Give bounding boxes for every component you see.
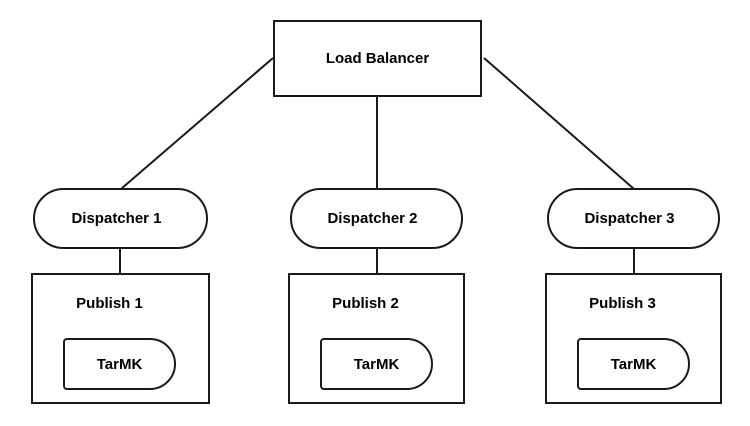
- dispatcher-1-node: Dispatcher 1: [33, 188, 208, 249]
- publish-1-label: Publish 1: [76, 295, 143, 312]
- tarmk-2-label: TarMK: [353, 355, 400, 373]
- tarmk-3-node: TarMK: [577, 338, 690, 390]
- publish-2-node: Publish 2 TarMK: [288, 273, 465, 404]
- publish-1-node: Publish 1 TarMK: [31, 273, 210, 404]
- tarmk-1-node: TarMK: [63, 338, 176, 390]
- dispatcher-2-label: Dispatcher 2: [327, 210, 418, 227]
- load-balancer-node: Load Balancer: [273, 20, 482, 97]
- dispatcher-3-node: Dispatcher 3: [547, 188, 720, 249]
- connector-lb-dispatcher1: [120, 57, 274, 190]
- tarmk-1-label: TarMK: [96, 355, 143, 373]
- connector-lb-dispatcher3: [483, 57, 635, 190]
- tarmk-3-label: TarMK: [610, 355, 657, 373]
- dispatcher-2-node: Dispatcher 2: [290, 188, 463, 249]
- tarmk-2-node: TarMK: [320, 338, 433, 390]
- publish-3-label: Publish 3: [589, 295, 656, 312]
- dispatcher-1-label: Dispatcher 1: [71, 210, 162, 227]
- publish-3-node: Publish 3 TarMK: [545, 273, 722, 404]
- publish-2-label: Publish 2: [332, 295, 399, 312]
- load-balancer-label: Load Balancer: [325, 50, 430, 67]
- dispatcher-3-label: Dispatcher 3: [584, 210, 675, 227]
